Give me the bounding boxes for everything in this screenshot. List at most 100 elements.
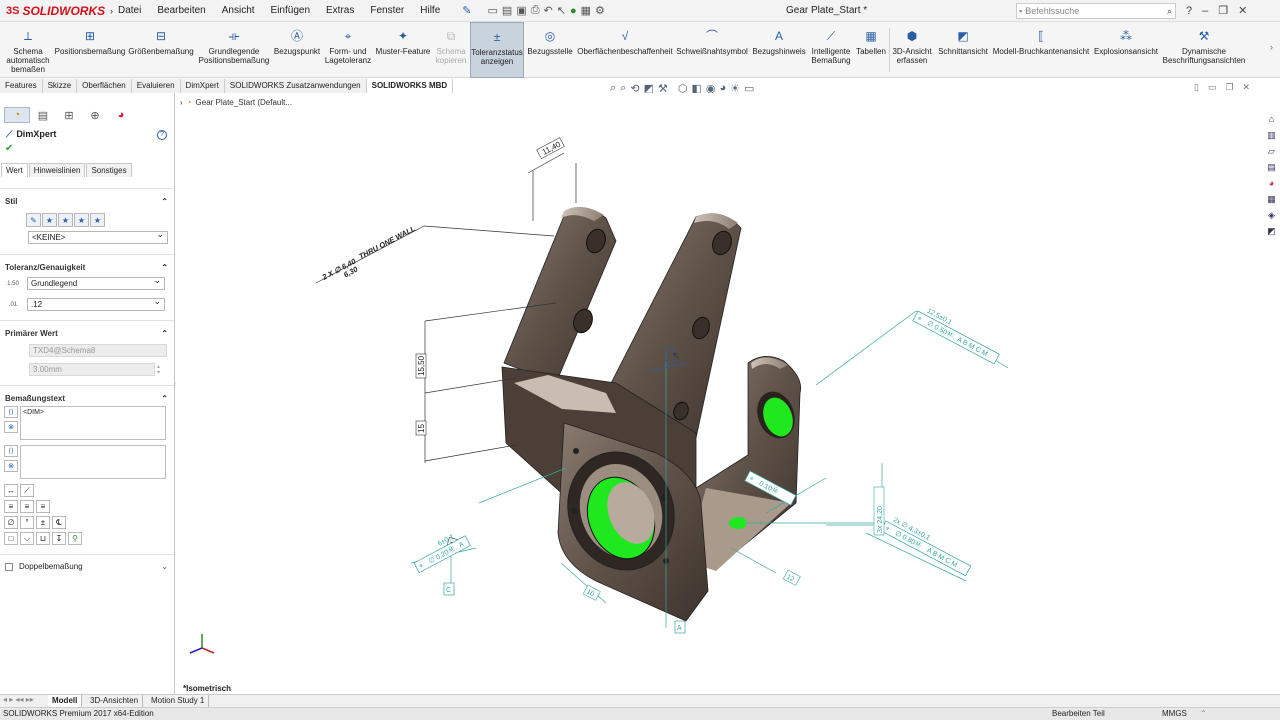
precision-select[interactable]: .12 bbox=[27, 296, 165, 311]
style-select[interactable]: <KEINE> bbox=[28, 229, 168, 244]
collapse-icon[interactable]: ⌃ bbox=[161, 197, 168, 206]
pattern-feature-button[interactable]: ✦Muster-Feature bbox=[374, 22, 432, 78]
property-manager-tab-icon[interactable]: ▤ bbox=[37, 109, 49, 122]
graphics-area[interactable]: › ◔ Gear Plate_Start (Default... bbox=[176, 93, 1262, 694]
select-icon[interactable]: ↖ bbox=[556, 5, 566, 17]
help-circle-icon[interactable]: ? bbox=[157, 130, 167, 140]
units-chevron-icon[interactable]: ⌃ bbox=[1200, 709, 1207, 718]
section-view-button[interactable]: ◩Schnittansicht bbox=[936, 22, 990, 78]
section-primaer[interactable]: Primärer Wert⌃ bbox=[0, 328, 174, 339]
fcf-1-box[interactable] bbox=[912, 310, 1000, 365]
menu-fenster[interactable]: Fenster bbox=[370, 4, 405, 16]
copy-scheme-button[interactable]: ⧉Schema kopieren bbox=[434, 22, 468, 78]
doc-tile-icon[interactable]: ▯ bbox=[1194, 82, 1199, 92]
fcf-4-box[interactable] bbox=[413, 535, 471, 574]
pin-icon[interactable]: ✎ bbox=[462, 5, 472, 17]
gear-plate-model[interactable] bbox=[501, 206, 802, 622]
text-link-icon[interactable]: ⊗ bbox=[4, 421, 18, 433]
weld-symbol-button[interactable]: ⌒Schweißnahtsymbol bbox=[676, 22, 748, 78]
countersink-icon[interactable]: ⌵ bbox=[20, 532, 34, 545]
solidworks-forum-icon[interactable]: ◈ bbox=[1268, 210, 1275, 220]
file-explorer-icon[interactable]: ▱ bbox=[1268, 146, 1275, 156]
display-style-icon[interactable]: ◧ bbox=[691, 83, 702, 95]
apply-scene-icon[interactable]: ☀ bbox=[730, 83, 740, 95]
fcf-2-box[interactable] bbox=[744, 470, 797, 506]
doc-restore-icon[interactable]: ❐ bbox=[1225, 82, 1234, 92]
flyout-feature-tree[interactable]: › ◔ Gear Plate_Start (Default... bbox=[180, 98, 292, 107]
tab-3d-ansichten[interactable]: 3D-Ansichten bbox=[86, 695, 144, 707]
auto-dimension-scheme-button[interactable]: ⟂Schema automatisch bemaßen bbox=[4, 22, 52, 78]
close-icon[interactable]: ✕ bbox=[1238, 5, 1248, 17]
text-justify-icon[interactable]: ⟨⟩ bbox=[4, 406, 18, 418]
collapse-icon[interactable]: ⌃ bbox=[161, 394, 168, 403]
align-left-icon[interactable]: ≡ bbox=[4, 500, 18, 513]
tab-zusatzanwendungen[interactable]: SOLIDWORKS Zusatzanwendungen bbox=[224, 79, 367, 93]
collapse-icon[interactable]: ⌃ bbox=[161, 329, 168, 338]
tab-modell[interactable]: Modell bbox=[48, 695, 83, 707]
degree-icon[interactable]: ° bbox=[20, 516, 34, 529]
dimension-text-above[interactable]: <DIM> bbox=[20, 406, 166, 440]
apply-style-icon[interactable]: ✎ bbox=[26, 213, 41, 227]
bottom-hole-highlight[interactable] bbox=[729, 517, 747, 529]
datum-target-button[interactable]: ◎Bezugsstelle bbox=[526, 22, 574, 78]
capture-3d-view-button[interactable]: ⬢3D-Ansicht erfassen bbox=[891, 22, 933, 78]
tab-oberflaechen[interactable]: Oberflächen bbox=[77, 79, 132, 93]
status-units[interactable]: MMGS bbox=[1162, 709, 1187, 718]
dim-1550-text[interactable]: 15,50 bbox=[417, 355, 426, 376]
basic-location-dimension-button[interactable]: ⟛Grundlegende Positionsbemaßung bbox=[197, 22, 271, 78]
diameter-icon[interactable]: ∅ bbox=[4, 516, 18, 529]
doc-minimize-icon[interactable]: ▭ bbox=[1207, 82, 1217, 92]
file-properties-icon[interactable]: ▦ bbox=[580, 5, 592, 17]
square-icon[interactable]: □ bbox=[4, 532, 18, 545]
checkbox-box[interactable] bbox=[5, 562, 13, 571]
app-logo[interactable]: 3S SOLIDWORKS › bbox=[0, 0, 113, 22]
edit-appearance-icon[interactable]: ◕ bbox=[719, 82, 727, 94]
centerline-icon[interactable]: ℄ bbox=[52, 516, 66, 529]
selected-dim-box[interactable] bbox=[665, 347, 675, 363]
exploded-view-button[interactable]: ⁂Explosionsansicht bbox=[1092, 22, 1160, 78]
align-right-icon[interactable]: ≡ bbox=[36, 500, 50, 513]
load-style-icon[interactable]: ★ bbox=[90, 213, 105, 227]
panel-resize-handle[interactable]: ‹ bbox=[174, 381, 176, 388]
dynamic-annotation-icon[interactable]: ⚒ bbox=[657, 83, 668, 95]
section-toleranz[interactable]: Toleranz/Genauigkeit⌃ bbox=[0, 262, 174, 273]
tab-dimxpert[interactable]: DimXpert bbox=[180, 79, 225, 93]
save-icon[interactable]: ▣ bbox=[516, 5, 527, 17]
display-manager-tab-icon[interactable]: ◕ bbox=[117, 109, 125, 121]
restore-icon[interactable]: ❐ bbox=[1218, 5, 1229, 17]
tab-skizze[interactable]: Skizze bbox=[42, 79, 78, 93]
section-bemassungstext[interactable]: Bemaßungstext⌃ bbox=[0, 393, 174, 404]
break-view-button[interactable]: ⟦Modell-Bruchkantenansicht bbox=[992, 22, 1090, 78]
save-style-icon[interactable]: ★ bbox=[74, 213, 89, 227]
configuration-manager-tab-icon[interactable]: ⊞ bbox=[64, 109, 74, 122]
tab-features[interactable]: Features bbox=[0, 79, 43, 93]
mbd-icon[interactable]: ◩ bbox=[1267, 226, 1276, 236]
minimize-icon[interactable]: – bbox=[1202, 5, 1209, 17]
help-icon[interactable]: ? bbox=[1186, 5, 1193, 17]
more-symbols-icon[interactable]: ⚲ bbox=[68, 532, 82, 545]
bend-leader-icon[interactable]: ⟋ bbox=[20, 484, 34, 497]
command-search-field[interactable]: ▪ Befehlssuche ⌕ bbox=[1016, 3, 1176, 19]
leader-icon[interactable]: ↔ bbox=[4, 484, 18, 497]
smart-dimension-button[interactable]: ⟋Intelligente Bemaßung bbox=[808, 22, 854, 78]
surface-finish-button[interactable]: √Oberflächenbeschaffenheit bbox=[576, 22, 674, 78]
undo-icon[interactable]: ↶ bbox=[543, 5, 553, 17]
fcf-3-box[interactable] bbox=[880, 520, 972, 577]
dual-dimension-checkbox[interactable]: Doppelbemaßung ⌄ bbox=[0, 562, 174, 571]
tab-scroll-arrows-icon[interactable]: ◂ ▸ ◂◂ ▸▸ bbox=[3, 695, 34, 704]
ribbon-expand-icon[interactable]: › bbox=[1270, 42, 1273, 52]
view-palette-icon[interactable]: ▤ bbox=[1267, 162, 1276, 172]
tolerance-type-select[interactable]: Grundlegend bbox=[27, 275, 165, 290]
dim-12-text[interactable]: 12 bbox=[785, 574, 795, 584]
size-dimension-button[interactable]: ⊟Größenbemaßung bbox=[128, 22, 194, 78]
custom-properties-icon[interactable]: ▦ bbox=[1267, 194, 1276, 204]
tab-mbd[interactable]: SOLIDWORKS MBD bbox=[366, 79, 454, 93]
print-icon[interactable]: ⎙ bbox=[530, 4, 540, 16]
dim-10-text[interactable]: 10 bbox=[585, 589, 595, 599]
view-orientation-icon[interactable]: ⬡ bbox=[677, 83, 688, 95]
add-style-icon[interactable]: ★ bbox=[42, 213, 57, 227]
counterbore-icon[interactable]: ⊔ bbox=[36, 532, 50, 545]
dimension-text-below[interactable] bbox=[20, 445, 166, 479]
location-dimension-button[interactable]: ⊞Positionsbemaßung bbox=[55, 22, 126, 78]
